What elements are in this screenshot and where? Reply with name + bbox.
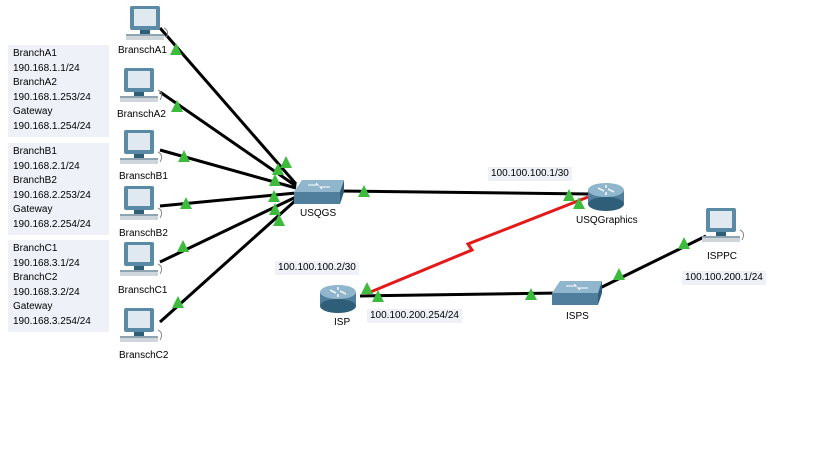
label-pc-c2: BranschC2 [119,350,169,361]
label-switch-isps: ISPS [566,311,589,322]
link-serial-isp-usqgraphics[interactable] [367,195,589,295]
ip-label-isppc: 100.100.200.1/24 [682,271,766,285]
pc-b1[interactable] [120,130,163,164]
triangle-up-icon [280,156,292,168]
pc-b2[interactable] [120,186,163,220]
triangle-up-icon [613,268,625,280]
triangle-up-icon [269,174,281,186]
note-line: 190.168.2.254/24 [13,218,91,230]
note-line: Gateway [13,106,53,118]
note-branch-b: BranchB1 190.168.2.1/24 BranchB2 190.168… [8,143,109,235]
label-switch-usqgs: USQGS [300,208,337,219]
switch-isps[interactable] [552,281,602,305]
pc-icon [120,130,163,164]
triangle-up-icon [573,197,585,209]
triangle-up-icon [170,43,182,55]
label-pc-c1: BranschC1 [118,285,168,296]
pc-icon [702,208,745,242]
router-icon [320,285,356,313]
pc-icon [120,68,163,102]
note-line: 190.168.2.1/24 [13,160,80,172]
triangle-up-icon [358,185,370,197]
label-pc-b2: BranschB2 [119,228,168,239]
note-line: BranchA2 [13,77,57,89]
triangle-up-icon [180,197,192,209]
link-c2-usqgs[interactable] [158,198,298,324]
note-line: BranchB2 [13,175,57,187]
ip-label-isp-serial: 100.100.100.2/30 [275,261,359,275]
note-line: Gateway [13,204,53,216]
switch-icon [552,281,602,305]
pc-icon [120,186,163,220]
triangle-up-icon [178,150,190,162]
links [158,27,707,324]
pc-c1[interactable] [120,242,163,276]
note-branch-a: BranchA1 190.168.1.1/24 BranchA2 190.168… [8,45,109,137]
note-line: Gateway [13,301,53,313]
link-usqgs-usqgraphics[interactable] [339,189,591,196]
triangle-up-icon [268,190,280,202]
ip-label-isp-lan: 100.100.200.254/24 [367,309,462,323]
switch-usqgs[interactable] [294,180,344,204]
link-isp-isps[interactable] [359,291,561,298]
router-isp[interactable] [320,285,356,313]
router-icon [588,183,624,211]
pc-isppc[interactable] [702,208,745,242]
label-pc-a2: BranschA2 [117,109,166,120]
triangle-up-icon [269,203,281,215]
pc-a1[interactable] [126,6,169,40]
pc-a2[interactable] [120,68,163,102]
triangle-up-icon [361,282,373,294]
note-line: 190.168.3.254/24 [13,315,91,327]
note-line: 190.168.2.253/24 [13,189,91,201]
triangle-up-icon [171,100,183,112]
label-pc-b1: BranschB1 [119,171,168,182]
note-line: 190.168.1.1/24 [13,62,80,74]
triangle-up-icon [372,290,384,302]
pc-c2[interactable] [120,308,163,342]
note-line: BranchA1 [13,48,57,59]
link-a2-usqgs[interactable] [159,90,297,188]
link-indicators [170,43,690,308]
triangle-up-icon [172,296,184,308]
note-line: BranchC1 [13,243,58,254]
link-a1-usqgs[interactable] [158,27,298,185]
note-branch-c: BranchC1 190.168.3.1/24 BranchC2 190.168… [8,240,109,332]
note-line: 190.168.3.1/24 [13,257,80,269]
triangle-up-icon [678,237,690,249]
label-pc-isppc: ISPPC [707,251,738,262]
triangle-up-icon [563,189,575,201]
label-router-isp: ISP [334,317,351,328]
pc-icon [120,308,163,342]
note-line: BranchB1 [13,146,57,157]
note-line: 190.168.1.253/24 [13,91,91,103]
triangle-up-icon [525,288,537,300]
router-usqgraphics[interactable] [588,183,624,211]
label-pc-a1: BranschA1 [118,45,167,56]
pc-icon [120,242,163,276]
ip-label-usqgraphics: 100.100.100.1/30 [488,167,572,181]
note-line: BranchC2 [13,272,58,284]
switch-icon [294,180,344,204]
triangle-up-icon [272,163,284,175]
note-line: 190.168.1.254/24 [13,120,91,132]
triangle-up-icon [273,214,285,226]
pc-icon [126,6,169,40]
label-router-usqgraphics: USQGraphics [576,215,638,226]
triangle-up-icon [177,240,189,252]
note-line: 190.168.3.2/24 [13,286,80,298]
